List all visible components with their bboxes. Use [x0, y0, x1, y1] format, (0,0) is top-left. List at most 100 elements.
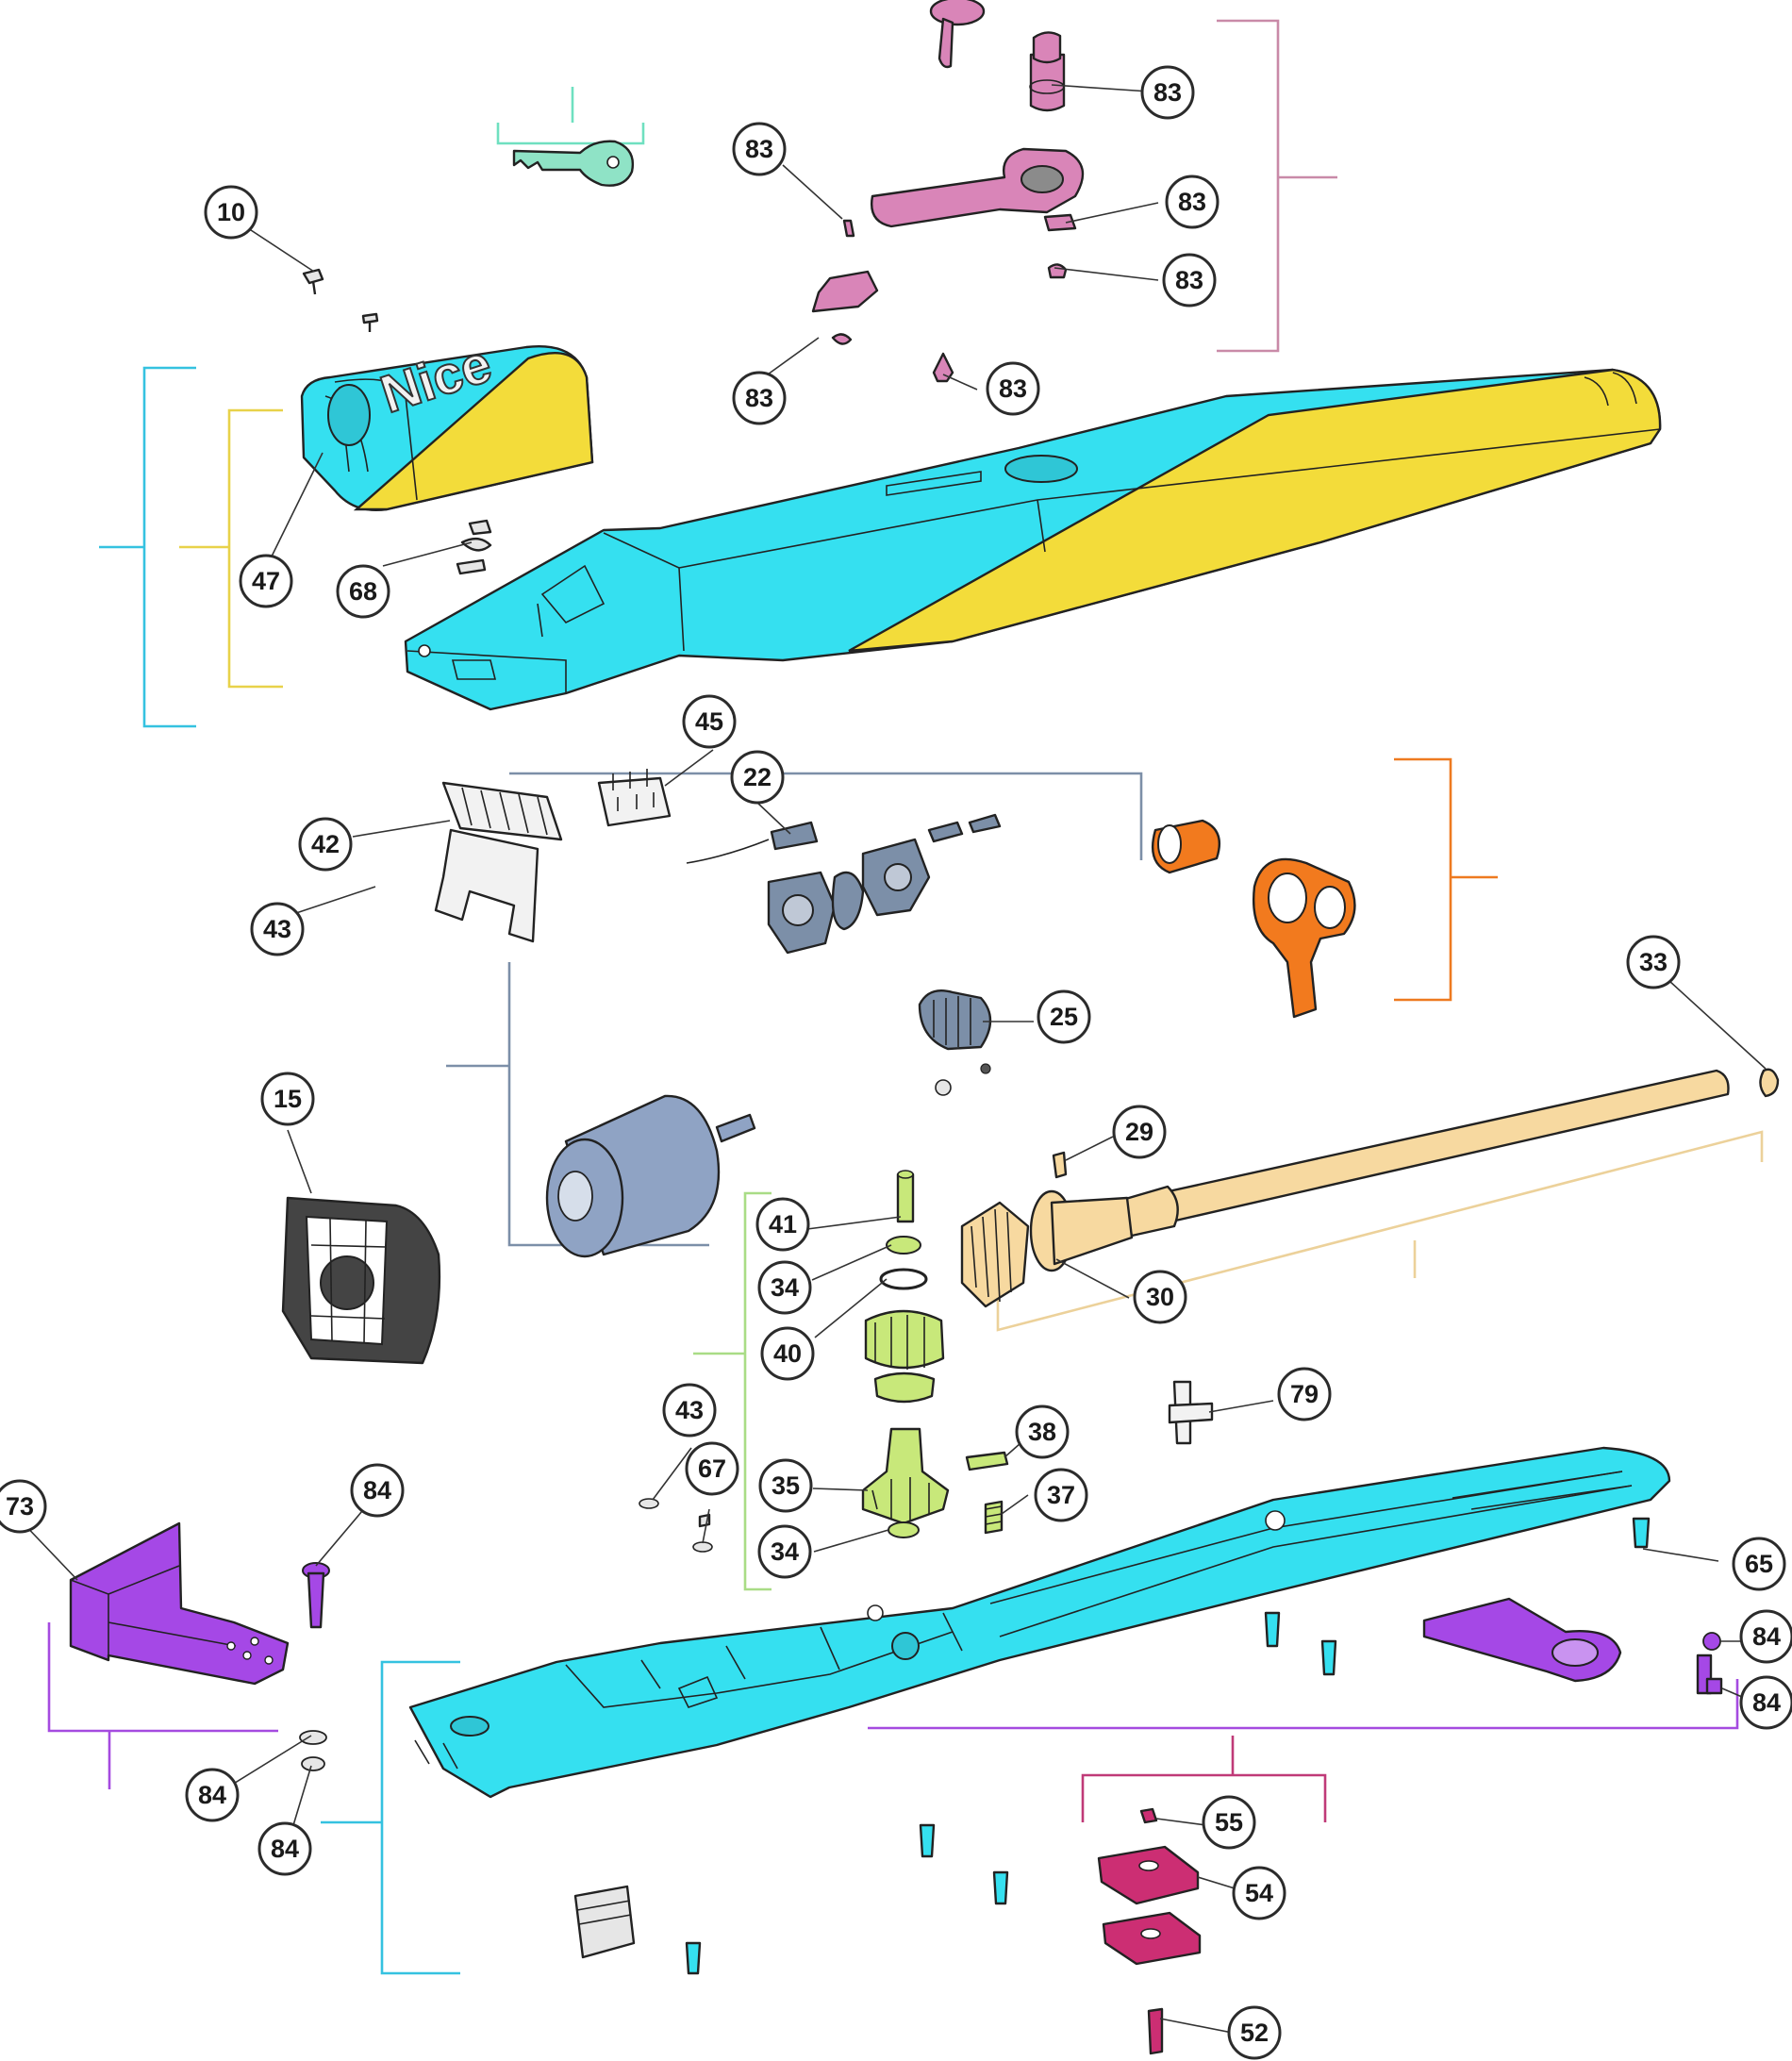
callout-circle: [250, 902, 305, 956]
purple-bolt: [302, 1562, 330, 1629]
callout-circle: [685, 1441, 739, 1496]
pin-79: [1168, 1380, 1214, 1445]
callout-circle: [350, 1463, 405, 1518]
callout-number: 42: [311, 830, 340, 858]
callout-number: 47: [252, 567, 280, 595]
callout-30: 30: [1133, 1270, 1187, 1324]
bevel-gear-shaft: [960, 1151, 1068, 1308]
release-key: [512, 140, 635, 187]
callout-circle: [760, 1326, 815, 1381]
magenta-clamps: [1097, 1807, 1202, 2055]
purple-small-hardware: [1696, 1632, 1723, 1695]
callout-number: 79: [1290, 1380, 1319, 1408]
callout-number: 54: [1245, 1879, 1273, 1907]
callout-circle: [1232, 1866, 1286, 1920]
callout-number: 84: [198, 1781, 226, 1809]
callout-number: 15: [274, 1085, 302, 1113]
callout-67: 67: [685, 1441, 739, 1496]
callout-number: 40: [773, 1339, 802, 1368]
callout-number: 65: [1745, 1550, 1773, 1578]
callout-34: 34: [757, 1260, 812, 1315]
callout-circle: [1165, 175, 1220, 229]
callout-circle: [1277, 1367, 1332, 1421]
callout-42: 42: [298, 817, 353, 872]
callout-number: 37: [1047, 1481, 1075, 1509]
callout-10: 10: [204, 185, 258, 240]
callout-84: 84: [350, 1463, 405, 1518]
callout-circle: [257, 1821, 312, 1876]
callout-number: 41: [769, 1210, 797, 1238]
callout-35: 35: [758, 1458, 813, 1513]
callout-circle: [1034, 1468, 1088, 1522]
callout-circle: [1626, 935, 1681, 989]
callout-number: 55: [1215, 1808, 1243, 1837]
callout-circle: [239, 554, 293, 608]
callout-number: 68: [349, 577, 377, 606]
callout-84: 84: [257, 1821, 312, 1876]
callout-number: 30: [1146, 1283, 1174, 1311]
lead-screw: [1029, 1068, 1780, 1272]
terminal-board: [434, 781, 563, 943]
callout-number: 83: [999, 374, 1027, 403]
callout-number: 33: [1639, 948, 1668, 976]
release-knob: [929, 0, 986, 69]
callout-79: 79: [1277, 1367, 1332, 1421]
callout-number: 52: [1240, 2019, 1269, 2047]
callout-83: 83: [1165, 175, 1220, 229]
callout-55: 55: [1202, 1795, 1256, 1850]
callout-15: 15: [260, 1072, 315, 1126]
callout-40: 40: [760, 1326, 815, 1381]
callout-circle: [662, 1383, 717, 1438]
callout-circle: [1732, 1537, 1786, 1591]
callout-83: 83: [732, 122, 787, 176]
callout-number: 83: [1175, 266, 1203, 294]
callout-number: 83: [745, 384, 773, 412]
callout-labels: 10 83 83 83 83 83 83 47 68 45 22 42 43 33 25 15 29 41 34 30…: [0, 65, 1792, 2060]
callout-circle: [682, 694, 737, 749]
callout-circle: [336, 564, 390, 619]
callout-circle: [260, 1072, 315, 1126]
front-bracket: [69, 1521, 290, 1686]
callout-circle: [1133, 1270, 1187, 1324]
callout-83: 83: [1162, 253, 1217, 307]
callout-41: 41: [755, 1197, 810, 1252]
callout-83: 83: [732, 371, 787, 425]
callout-number: 43: [675, 1396, 704, 1424]
callout-number: 43: [263, 915, 291, 943]
small-pin-parts: [965, 1451, 1009, 1535]
callout-52: 52: [1227, 2005, 1282, 2060]
callout-number: 83: [1178, 188, 1206, 216]
orange-bushing: [1151, 819, 1221, 874]
callout-number: 45: [695, 707, 723, 736]
callout-number: 38: [1028, 1418, 1056, 1446]
callout-number: 67: [698, 1454, 726, 1483]
top-cover-end-cap: Nice: [300, 332, 594, 511]
callout-68: 68: [336, 564, 390, 619]
callout-number: 22: [743, 763, 772, 791]
callout-65: 65: [1732, 1537, 1786, 1591]
callout-43: 43: [250, 902, 305, 956]
callout-73: 73: [0, 1479, 47, 1534]
back-plate: [281, 1196, 441, 1365]
callout-number: 34: [771, 1273, 799, 1302]
orange-bracket: [1253, 857, 1356, 1019]
callout-circle: [0, 1479, 47, 1534]
callout-circle: [732, 371, 787, 425]
callout-number: 34: [771, 1537, 799, 1566]
callout-47: 47: [239, 554, 293, 608]
callout-number: 25: [1050, 1003, 1078, 1031]
callout-circle: [1015, 1404, 1070, 1459]
callout-circle: [204, 185, 258, 240]
callout-circle: [758, 1458, 813, 1513]
callout-number: 83: [1153, 78, 1182, 107]
release-small-parts: [811, 213, 1077, 383]
callout-circle: [730, 750, 785, 805]
callout-circle: [1162, 253, 1217, 307]
callout-number: 35: [772, 1471, 800, 1500]
callout-83: 83: [986, 361, 1040, 416]
callout-number: 29: [1125, 1118, 1153, 1146]
callout-number: 84: [363, 1476, 391, 1504]
group-brackets: [47, 19, 1764, 1975]
callout-circle: [986, 361, 1040, 416]
